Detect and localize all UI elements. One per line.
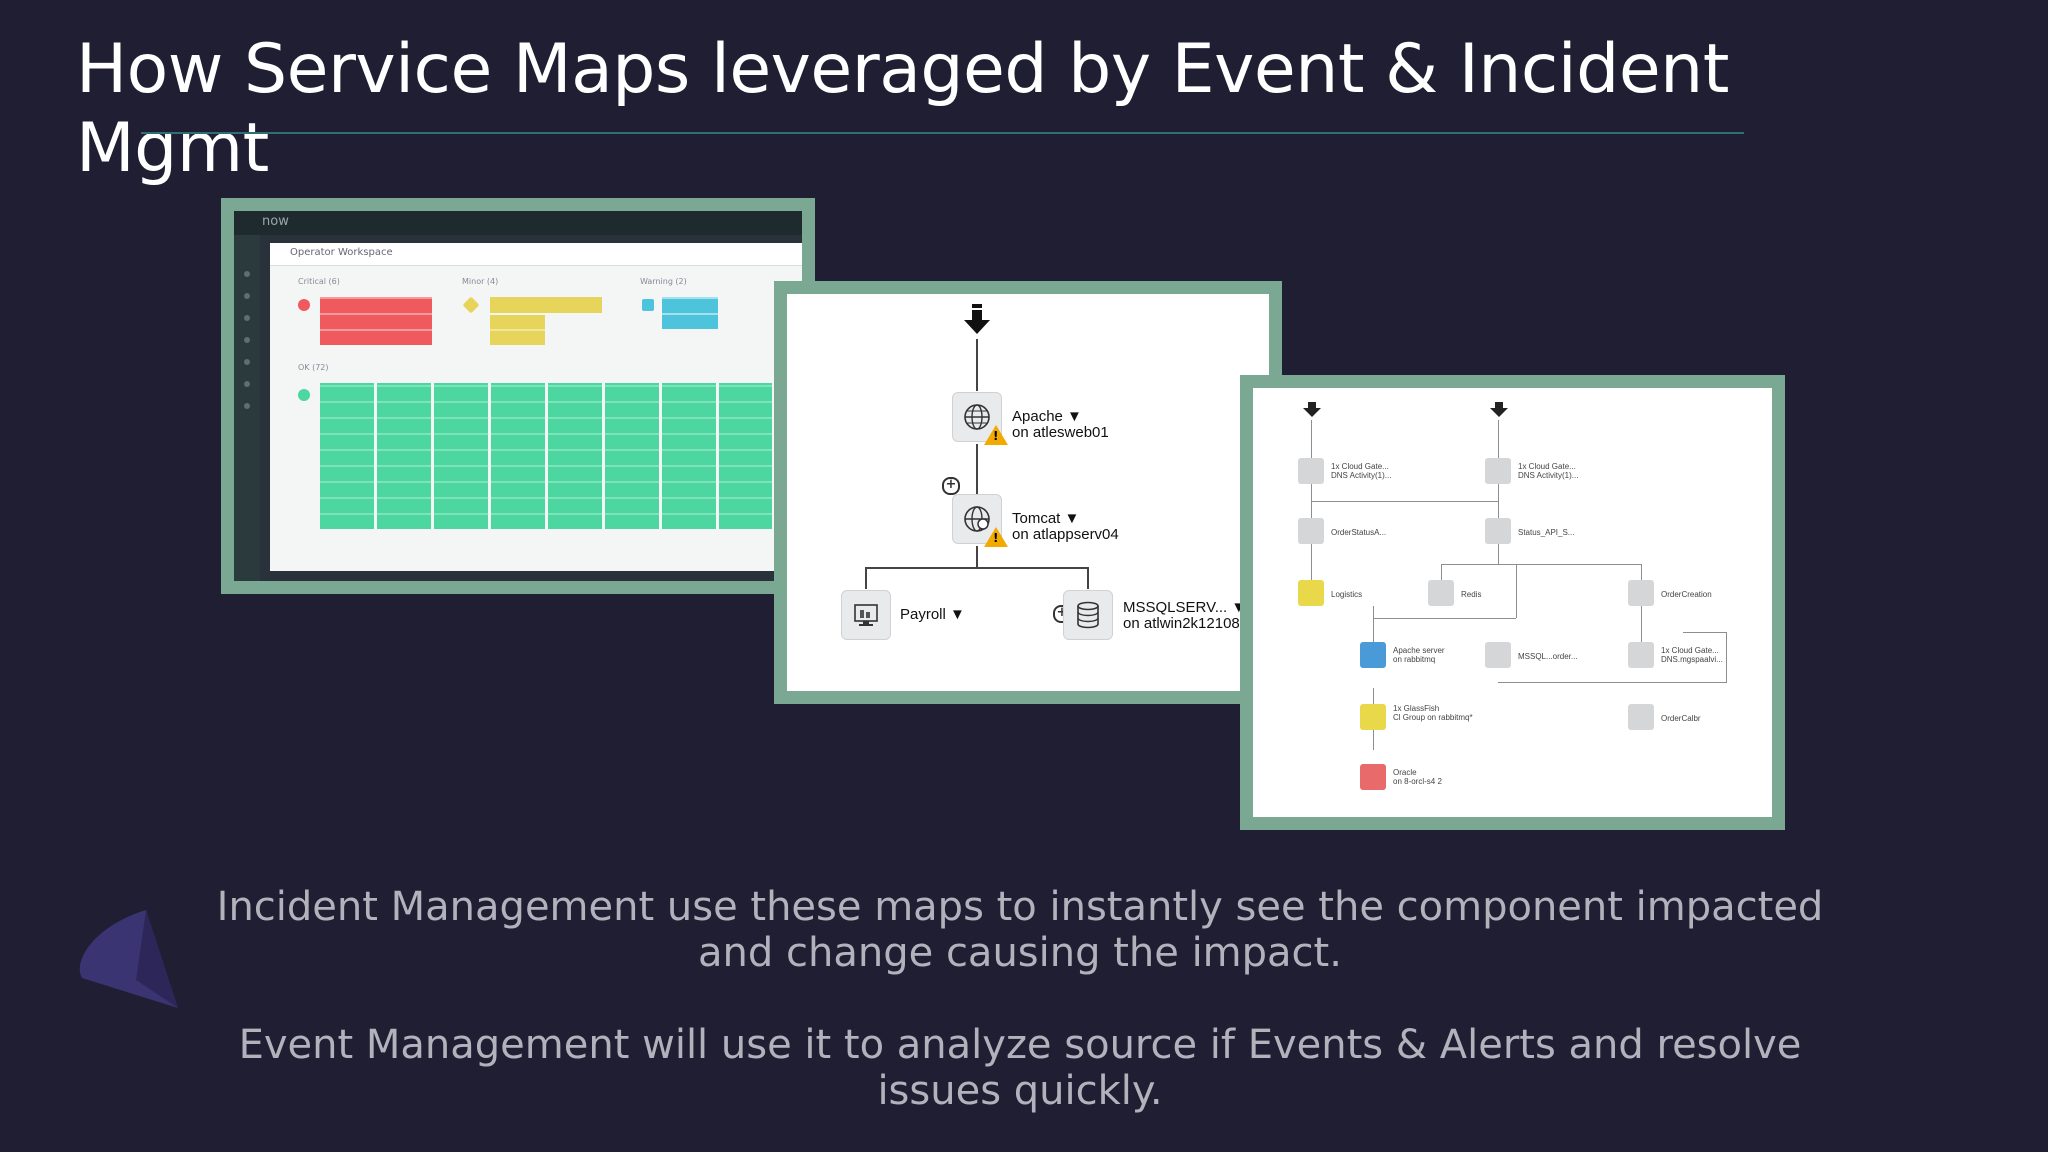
apache-server-node[interactable] [1360,642,1386,668]
minor-tiles-row2 [490,315,545,345]
warning-section-label: Warning (2) [640,277,687,286]
ok-section-label: OK (72) [298,363,329,372]
alert-warning-icon: ! [984,527,1008,547]
logistics-label: Logistics [1331,590,1363,599]
cloud-gateway-node-1-label: 1x Cloud Gate...DNS Activity(1)... [1331,462,1392,480]
connector-line [1641,564,1642,580]
critical-section-label: Critical (6) [298,277,340,286]
globe-gear-icon [964,506,990,532]
payroll-node-label[interactable]: Payroll ▼ [900,606,965,623]
logistics-node[interactable] [1298,580,1324,606]
alert-warning-icon: ! [984,425,1008,445]
order-calbr-label: OrderCalbr [1661,714,1701,723]
workspace-topbar: now [234,211,802,235]
warning-icon [642,299,654,311]
connector-line [1087,567,1089,589]
now-logo: now [262,214,289,229]
caption-event-management: Event Management will use it to analyze … [238,1022,1802,1114]
order-creation-label: OrderCreation [1661,590,1712,599]
entry-point-icon [1490,402,1508,417]
cloud-gateway-node-3-label: 1x Cloud Gate...DNS.mgspaalvi... [1661,646,1723,664]
workspace-header-title: Operator Workspace [290,247,393,258]
mssql-node-label[interactable]: MSSQLSERV... ▼ on atlwin2k12108 [1123,600,1246,632]
oracle-node[interactable] [1360,764,1386,790]
connector-line [976,546,978,568]
connector-line [1726,632,1727,683]
tomcat-service-map-screenshot: ! Apache ▼ on atlesweb01 + ! Tomcat ▼ on… [774,281,1282,704]
cloud-gateway-node-1[interactable] [1298,458,1324,484]
slide-title: How Service Maps leveraged by Event & In… [76,30,1729,188]
expand-plus-icon[interactable]: + [942,477,960,495]
status-api-label: Status_API_S... [1518,528,1575,537]
cloud-gateway-node-3[interactable] [1628,642,1654,668]
payroll-node[interactable] [841,590,891,640]
entry-point-icon [964,304,990,334]
connector-line [1498,682,1726,683]
entry-point-icon [1303,402,1321,417]
apache-host: on atlesweb01 [1012,424,1109,441]
caption-incident-management: Incident Management use these maps to in… [216,884,1824,976]
critical-tiles [320,297,432,345]
critical-icon [298,299,310,311]
mssql-name: MSSQLSERV... ▼ [1123,599,1247,616]
monitor-icon [854,604,878,626]
tomcat-name: Tomcat ▼ [1012,510,1080,527]
connector-line [1441,564,1641,565]
mssql-order-node[interactable] [1485,642,1511,668]
tomcat-node-label[interactable]: Tomcat ▼ on atlappserv04 [1012,511,1119,543]
minor-section-label: Minor (4) [462,277,499,286]
order-creation-node[interactable] [1628,580,1654,606]
mssql-order-label: MSSQL...order... [1518,652,1578,661]
connector-line [1498,420,1499,458]
database-icon [1077,601,1099,629]
apache-node[interactable] [952,392,1002,442]
warning-tiles [662,297,718,329]
apache-name: Apache ▼ [1012,408,1082,425]
workspace-header: Operator Workspace [270,243,802,266]
connector-line [1641,606,1642,666]
minor-tiles-row1 [490,297,602,313]
redis-label: Redis [1461,590,1482,599]
redis-node[interactable] [1428,580,1454,606]
workspace-main: Operator Workspace Critical (6) Minor (4… [270,243,802,571]
connector-line [1311,501,1499,502]
globe-icon [964,404,990,430]
connector-line [1441,564,1442,580]
cloud-gateway-node-2[interactable] [1485,458,1511,484]
cloud-gateway-node-2-label: 1x Cloud Gate...DNS Activity(1)... [1518,462,1579,480]
apache-node-label[interactable]: Apache ▼ on atlesweb01 [1012,409,1109,441]
connector-line [1683,632,1726,633]
connector-line [1311,420,1312,458]
connector-line [976,339,978,391]
order-status-label: OrderStatusA... [1331,528,1387,537]
connector-line [865,567,1089,569]
decorative-cone-shape [79,910,178,1008]
connector-line [1498,544,1499,564]
cloud-service-map-screenshot: 1x Cloud Gate...DNS Activity(1)... 1x Cl… [1240,375,1785,830]
connector-line [1373,618,1516,619]
connector-line [1311,544,1312,580]
connector-line [865,567,867,589]
mssql-host: on atlwin2k12108 [1123,615,1240,632]
connector-line [1516,564,1517,618]
order-status-node[interactable] [1298,518,1324,544]
operator-workspace-screenshot: now Operator Workspace Critical (6) Mino… [221,198,815,594]
connector-line [1373,606,1374,666]
ok-tiles-grid [320,383,772,529]
title-underline [141,132,1744,134]
order-calbr-node[interactable] [1628,704,1654,730]
ok-icon [298,389,310,401]
mssql-node[interactable] [1063,590,1113,640]
glassfish-node[interactable] [1360,704,1386,730]
tomcat-host: on atlappserv04 [1012,526,1119,543]
minor-icon [462,296,480,314]
connector-line [976,444,978,494]
workspace-nav-rail [234,235,260,581]
status-api-node[interactable] [1485,518,1511,544]
connector-line [1498,484,1499,518]
